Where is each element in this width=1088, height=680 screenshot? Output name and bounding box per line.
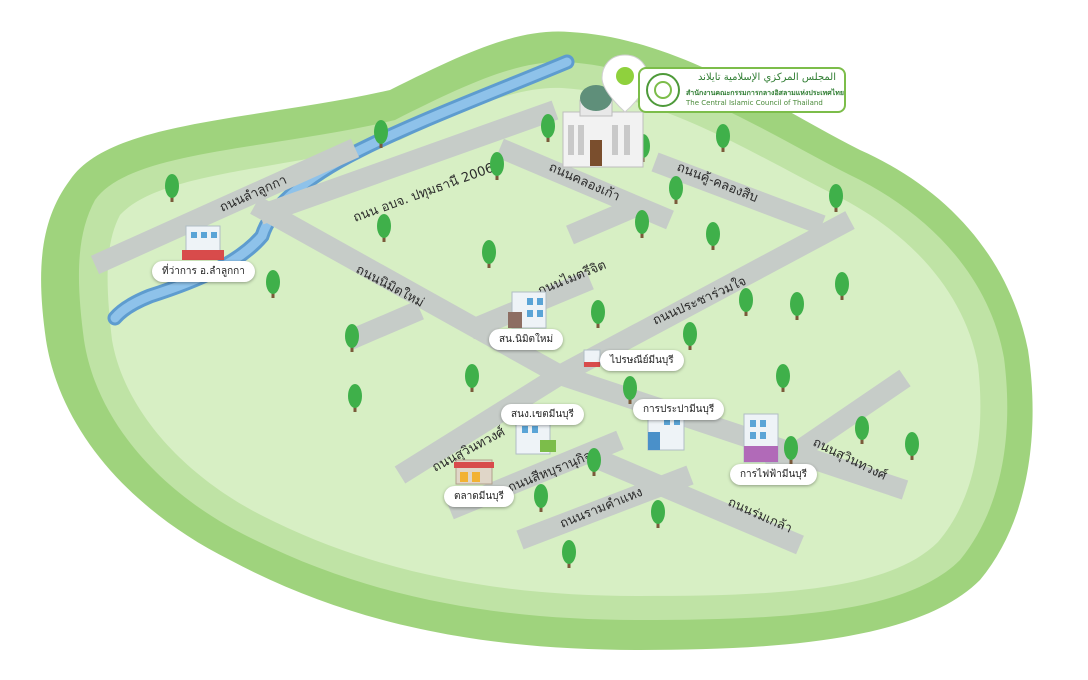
tree (541, 114, 555, 142)
tree (855, 416, 869, 444)
tree (635, 210, 649, 238)
tree (776, 364, 790, 392)
organization-seal-icon (646, 73, 680, 107)
place-label-minburi-market[interactable]: ตลาดมีนบุรี (444, 486, 514, 507)
tree (482, 240, 496, 268)
road-khlongkao (496, 138, 674, 230)
road-suwinthawong-w (394, 366, 566, 484)
road-short-2 (346, 300, 424, 350)
road-lamlukka (90, 138, 360, 275)
road-main-sw (556, 365, 909, 500)
tree (651, 500, 665, 528)
place-label-amphoe-lamlukka[interactable]: ที่ว่าการ อ.ลำลูกกา (152, 261, 255, 282)
tree (669, 176, 683, 204)
mosque-window-3 (612, 125, 618, 155)
road-maitrijit (566, 195, 644, 245)
tree (377, 214, 391, 242)
mosque-door (590, 140, 602, 166)
organization-name-ar: المجلس المركزي الإسلامية تايلاند (697, 72, 836, 83)
tree (374, 120, 388, 148)
tree (165, 174, 179, 202)
tree (562, 540, 576, 568)
tree (739, 288, 753, 316)
place-label-minburi-waterworks[interactable]: การประปามีนบุรี (633, 399, 725, 420)
mosque-body (562, 111, 644, 168)
tree (716, 124, 730, 152)
mosque-window-2 (578, 125, 584, 155)
building-minburi-post (583, 349, 601, 367)
mosque-window-4 (624, 125, 630, 155)
tree (587, 448, 601, 476)
place-label-minburi-electricity[interactable]: การไฟฟ้ามีนบุรี (730, 464, 817, 485)
tree (490, 152, 504, 180)
tree (591, 300, 605, 328)
tree (905, 432, 919, 460)
road-khusib (651, 152, 826, 235)
building-minburi-district (515, 419, 556, 455)
building-minburi-market (454, 459, 494, 485)
tree (784, 436, 798, 464)
tree (829, 184, 843, 212)
tree (345, 324, 359, 352)
road-obj-pathum (256, 100, 559, 225)
tree (835, 272, 849, 300)
tree (790, 292, 804, 320)
building-nimitmai-police (508, 291, 547, 329)
mosque-dome (580, 85, 612, 111)
tree (348, 384, 362, 412)
tree (623, 376, 637, 404)
trees (165, 114, 919, 568)
organization-name-th: สำนักงานคณะกรรมการกลางอิสลามแห่งประเทศไท… (686, 89, 844, 97)
road-pracharuamjai (555, 211, 855, 384)
mosque (562, 85, 644, 168)
place-label-minburi-district[interactable]: สนง.เขตมีนบุรี (501, 404, 584, 425)
building-amphoe-lamlukka (182, 225, 224, 260)
tree (706, 222, 720, 250)
organization-name-en: The Central Islamic Council of Thailand (686, 99, 823, 107)
mosque-window-1 (568, 125, 574, 155)
place-label-minburi-post[interactable]: ไปรษณีย์มีนบุรี (600, 350, 684, 371)
tree (266, 270, 280, 298)
tree (683, 322, 697, 350)
place-label-nimitmai-police[interactable]: สน.นิมิตใหม่ (489, 329, 564, 350)
road-romklao (596, 450, 804, 555)
organization-card[interactable]: المجلس المركزي الإسلامية تايلاند สำนักงา… (638, 67, 846, 113)
tree (465, 364, 479, 392)
tree (534, 484, 548, 512)
building-minburi-electricity (743, 413, 779, 463)
